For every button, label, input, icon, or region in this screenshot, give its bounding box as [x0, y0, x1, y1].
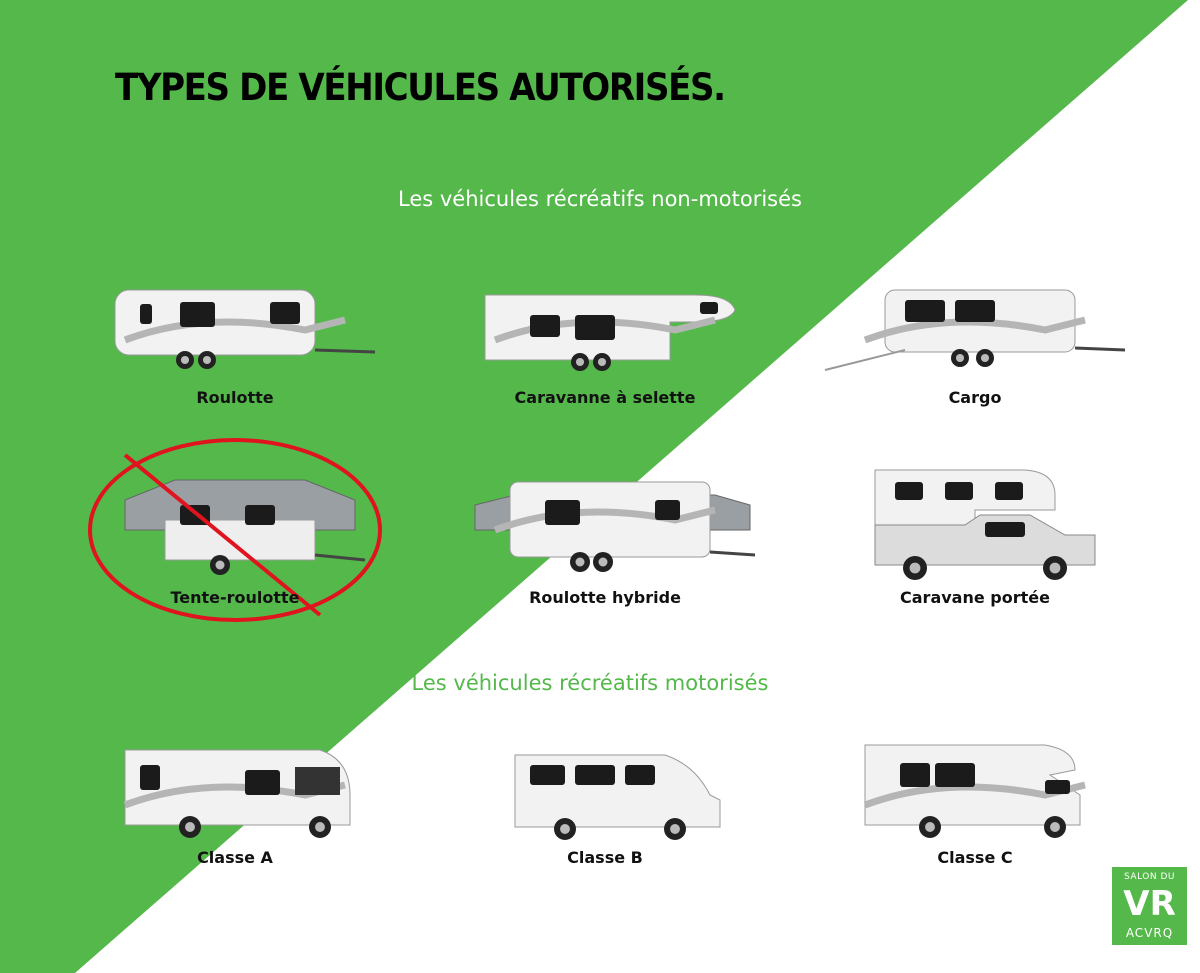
vehicle-trailer: Roulotte [70, 270, 400, 408]
vehicle-classC: Classe C [810, 735, 1140, 868]
vehicle-label: Classe A [197, 848, 273, 867]
section-heading-motorized: Les véhicules récréatifs motorisés [411, 671, 769, 695]
vehicle-label: Roulotte [196, 388, 274, 407]
vehicle-label: Cargo [948, 388, 1002, 407]
forbidden-icon [88, 438, 382, 622]
vehicle-image-van [514, 754, 721, 840]
logo-line-2: VR [1123, 884, 1176, 924]
vehicle-image-cargo [824, 289, 1126, 371]
salon-vr-acvrq-logo: SALON DU VR ACVRQ [1112, 867, 1187, 945]
page-title: TYPES DE VÉHICULES AUTORISÉS. [115, 66, 726, 109]
vehicle-label: Caravane portée [900, 588, 1050, 607]
vehicle-cargo: Cargo [810, 270, 1140, 408]
vehicle-image-classA [123, 749, 351, 838]
vehicle-image-hybrid [474, 481, 756, 572]
vehicle-image-fifthwheel [484, 294, 736, 371]
vehicle-label: Tente-roulotte [170, 588, 300, 607]
vehicle-image-classC [863, 744, 1086, 838]
vehicle-fifthwheel: Caravanne à selette [440, 270, 770, 408]
logo-line-3: ACVRQ [1125, 926, 1174, 940]
vehicle-label: Classe B [567, 848, 643, 867]
vehicle-truckcamper: Caravane portée [810, 460, 1140, 608]
vehicle-hybrid: Roulotte hybride [440, 460, 770, 608]
vehicle-popup: Tente-roulotte [70, 438, 400, 622]
vehicle-label: Caravanne à selette [514, 388, 696, 407]
vehicle-image-truckcamper [874, 469, 1096, 580]
vehicle-label: Roulotte hybride [529, 588, 681, 607]
vehicle-image-trailer [114, 289, 376, 369]
vehicle-classA: Classe A [70, 735, 400, 868]
logo-line-1: SALON DU [1124, 872, 1175, 882]
section-heading-non-motorized: Les véhicules récréatifs non-motorisés [398, 187, 802, 211]
vehicle-van: Classe B [440, 735, 770, 868]
vehicle-image-popup [88, 438, 382, 622]
vehicle-label: Classe C [937, 848, 1013, 867]
